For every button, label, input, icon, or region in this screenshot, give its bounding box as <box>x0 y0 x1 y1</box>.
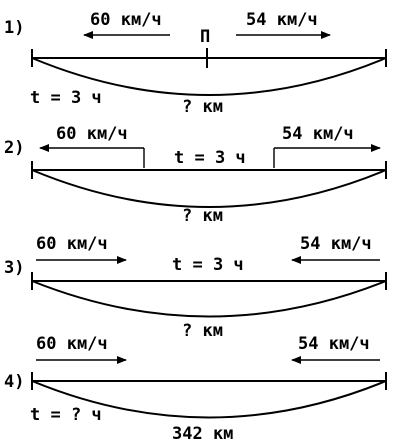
problem-3: 60 км/ч 54 км/ч 3) t = 3 ч ? км <box>4 234 387 341</box>
problem-2-time: t = 3 ч <box>174 148 246 168</box>
problem-1-meeting-point-label: П <box>200 27 210 47</box>
problem-3-distance-brace <box>31 280 387 318</box>
problem-1-time: t = 3 ч <box>30 88 102 108</box>
problem-3-speed-right: 54 км/ч <box>300 234 372 254</box>
problem-4: 60 км/ч 54 км/ч 4) t = ? ч 342 км <box>4 334 387 444</box>
problem-2-speed-left: 60 км/ч <box>56 124 128 144</box>
problem-2-distance-brace <box>31 169 387 208</box>
problem-2-distance: ? км <box>182 206 223 226</box>
problem-2-number: 2) <box>4 138 24 158</box>
problem-1-speed-right: 54 км/ч <box>246 10 318 30</box>
problem-2-speed-right: 54 км/ч <box>282 124 354 144</box>
problem-3-number: 3) <box>4 258 24 278</box>
problem-4-time: t = ? ч <box>30 405 102 425</box>
problem-4-number: 4) <box>4 372 24 392</box>
problem-4-speed-right: 54 км/ч <box>298 334 370 354</box>
problem-1-speed-left: 60 км/ч <box>90 10 162 30</box>
problem-1: 1) 60 км/ч 54 км/ч П t = 3 ч ? км <box>4 10 387 117</box>
problem-3-time: t = 3 ч <box>172 255 244 275</box>
problem-2: 2) 60 км/ч 54 км/ч t = 3 ч ? км <box>4 124 387 226</box>
problem-3-speed-left: 60 км/ч <box>36 234 108 254</box>
problem-4-distance: 342 км <box>172 424 233 444</box>
problem-4-speed-left: 60 км/ч <box>36 334 108 354</box>
problem-1-distance: ? км <box>182 97 223 117</box>
problem-1-number: 1) <box>4 18 24 38</box>
problem-4-distance-brace <box>31 380 387 419</box>
problem-1-distance-brace <box>31 57 387 96</box>
problem-3-distance: ? км <box>182 321 223 341</box>
